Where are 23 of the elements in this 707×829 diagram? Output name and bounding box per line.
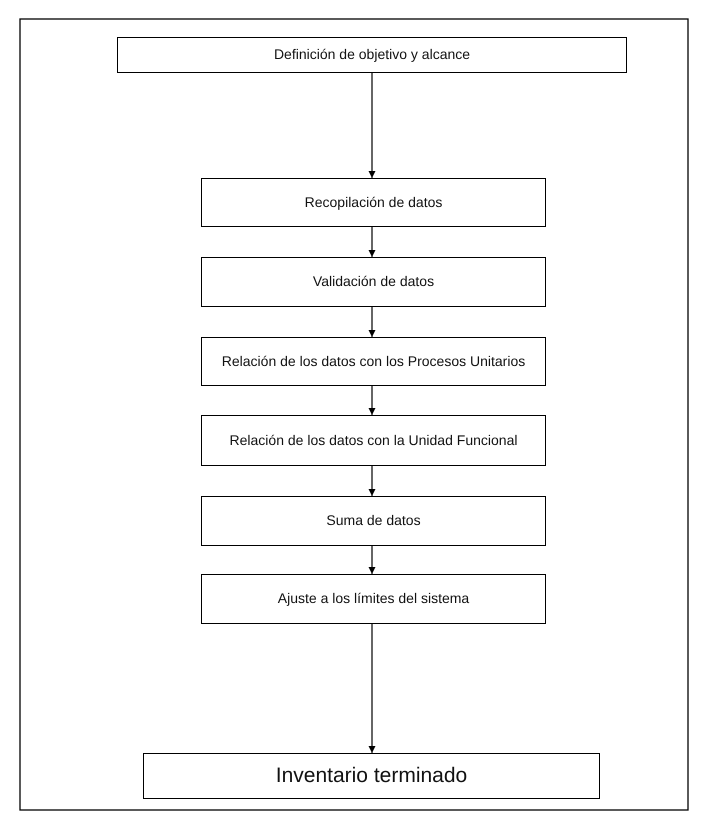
step-label: Suma de datos xyxy=(326,512,421,530)
process-box xyxy=(117,37,627,73)
step-label: Ajuste a los límites del sistema xyxy=(278,590,470,608)
process-box xyxy=(201,415,546,466)
arrow xyxy=(368,227,376,257)
arrow xyxy=(368,73,376,178)
process-box xyxy=(201,496,546,546)
arrow xyxy=(368,546,376,574)
arrow xyxy=(368,466,376,496)
step-label: Relación de los datos con los Procesos Unitarios xyxy=(222,352,526,370)
process-box xyxy=(201,337,546,386)
arrow xyxy=(368,624,376,753)
step-label: Recopilación de datos xyxy=(304,194,442,212)
process-box xyxy=(201,178,546,227)
process-box xyxy=(201,574,546,624)
step-label: Inventario terminado xyxy=(276,762,468,789)
step-label: Validación de datos xyxy=(312,273,434,291)
process-box xyxy=(143,753,600,799)
step-label: Relación de los datos con la Unidad Funcional xyxy=(230,432,518,450)
arrow xyxy=(368,386,376,415)
arrow xyxy=(368,307,376,337)
step-label: Definición de objetivo y alcance xyxy=(274,46,470,64)
process-box xyxy=(201,257,546,307)
